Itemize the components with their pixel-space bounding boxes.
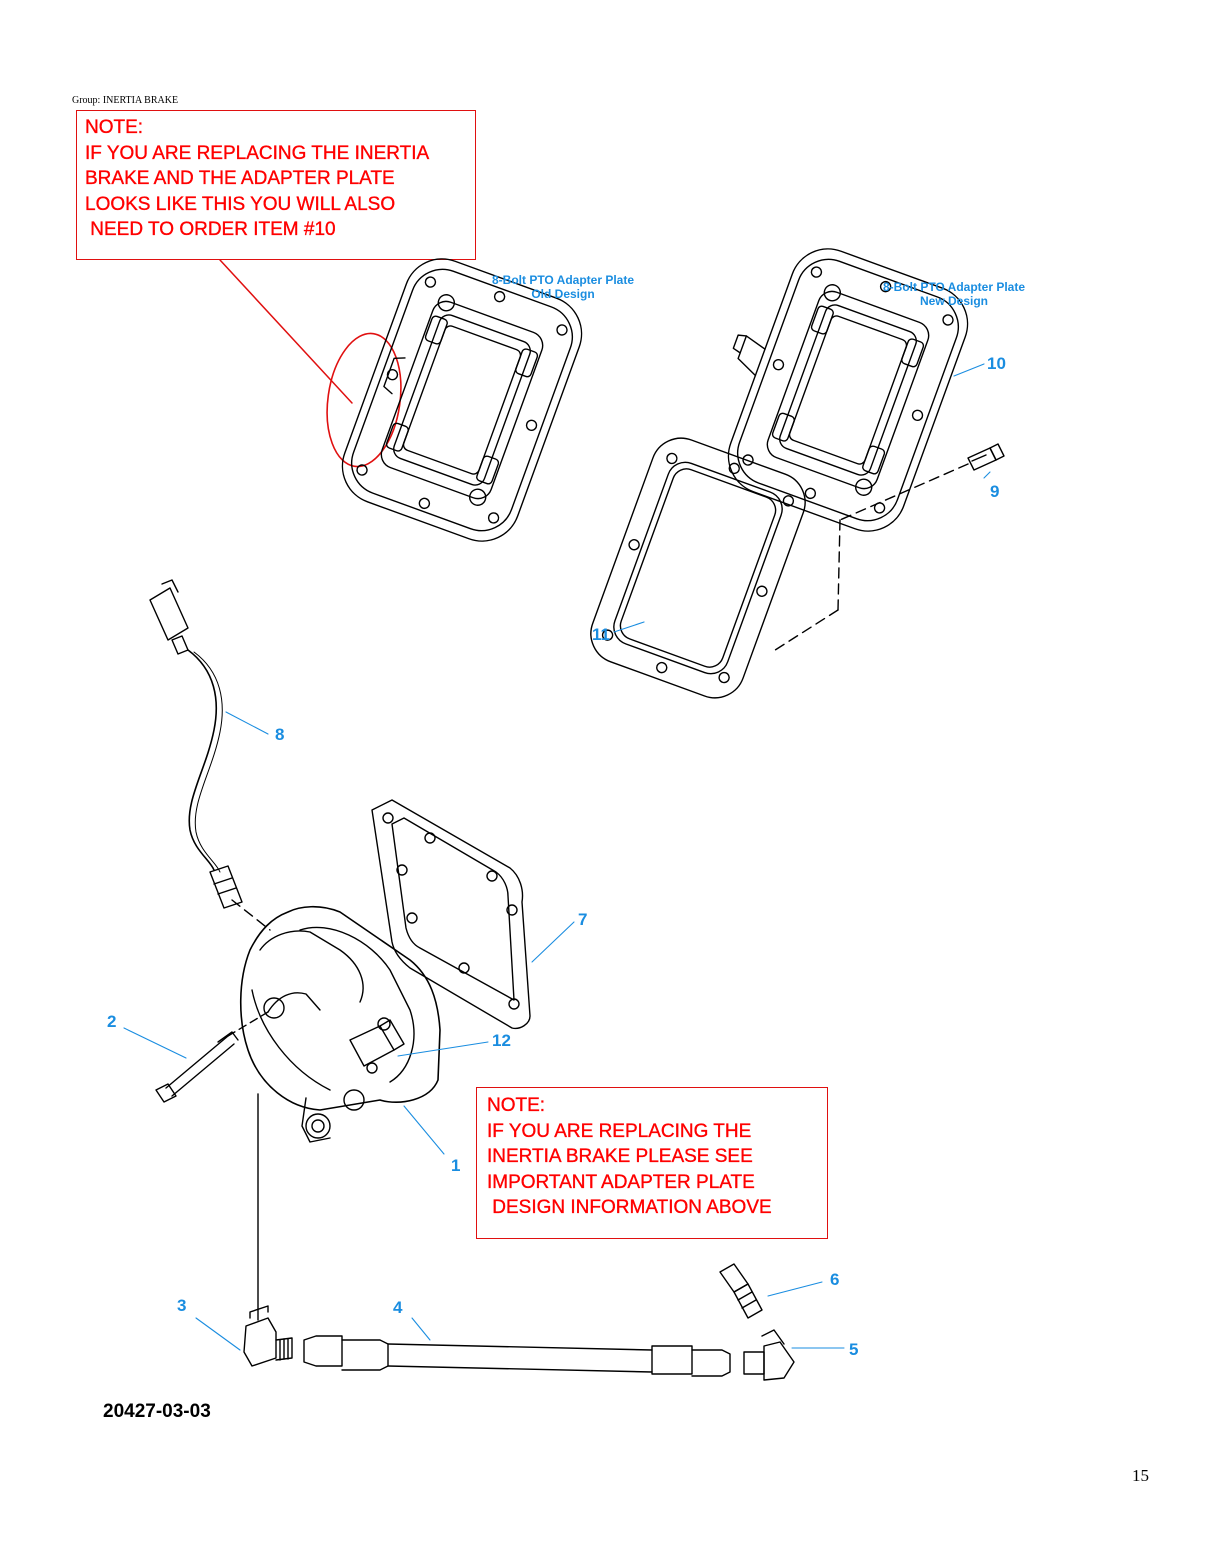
old-plate-caption-line2: Old Design [531, 287, 595, 301]
fitting-6 [719, 1263, 763, 1319]
wire-harness-8 [149, 579, 243, 909]
new-adapter-plate [727, 248, 969, 532]
hose-assembly-4 [303, 1335, 731, 1377]
callout-9: 9 [990, 482, 1000, 501]
new-plate-caption-line2: New Design [919, 294, 988, 308]
callout-4: 4 [393, 1298, 403, 1317]
gasket-11 [590, 437, 806, 699]
bolt-9 [967, 443, 1005, 471]
callout-5: 5 [849, 1340, 859, 1359]
callout-leaders [123, 363, 991, 1351]
note-top-line: BRAKE AND THE ADAPTER PLATE [85, 168, 395, 189]
old-plate-highlight [219, 259, 402, 468]
note-bottom-line: DESIGN INFORMATION ABOVE [487, 1197, 772, 1218]
long-bolt-2 [155, 1011, 269, 1103]
group-label: Group: INERTIA BRAKE [72, 95, 179, 106]
callout-12: 12 [492, 1031, 511, 1050]
note-top-box: NOTE: IF YOU ARE REPLACING THE INERTIA B… [76, 110, 476, 260]
note-top-line: LOOKS LIKE THIS YOU WILL ALSO [85, 193, 396, 215]
callout-7: 7 [578, 910, 588, 929]
callout-1: 1 [451, 1156, 461, 1175]
inertia-brake-body [239, 905, 441, 1143]
note-bottom-box: NOTE: IF YOU ARE REPLACING THE INERTIA B… [476, 1087, 828, 1239]
drawing-id: 20427-03-03 [103, 1401, 211, 1422]
note-top-line: NOTE: [85, 117, 144, 138]
callout-10: 10 [987, 354, 1006, 373]
new-plate-caption: 8-Bolt PTO Adapter Plate New Design [869, 280, 1039, 308]
elbow-fitting-3 [243, 1305, 293, 1367]
note-top-line: IF YOU ARE REPLACING THE INERTIA [85, 142, 430, 164]
callout-8: 8 [275, 725, 285, 744]
note-bottom-line: INERTIA BRAKE PLEASE SEE [487, 1146, 753, 1167]
gasket-7 [371, 799, 531, 1030]
callout-11: 11 [592, 625, 610, 644]
callout-6: 6 [830, 1270, 840, 1289]
old-plate-caption-line1: 8-Bolt PTO Adapter Plate [491, 273, 635, 287]
callout-3: 3 [177, 1296, 187, 1315]
note-bottom-line: IF YOU ARE REPLACING THE [487, 1120, 752, 1142]
note-top-line: NEED TO ORDER ITEM #10 [85, 219, 336, 240]
elbow-fitting-5 [743, 1329, 795, 1381]
note-bottom-line: NOTE: [487, 1095, 546, 1116]
callout-2: 2 [107, 1012, 117, 1031]
note-bottom-line: IMPORTANT ADAPTER PLATE [487, 1171, 755, 1193]
page-number: 15 [1132, 1466, 1149, 1485]
new-plate-caption-line1: 8-Bolt PTO Adapter Plate [882, 280, 1026, 294]
alignment-lines [231, 463, 969, 931]
old-adapter-plate [341, 258, 583, 542]
old-plate-caption: 8-Bolt PTO Adapter Plate Old Design [478, 273, 648, 301]
